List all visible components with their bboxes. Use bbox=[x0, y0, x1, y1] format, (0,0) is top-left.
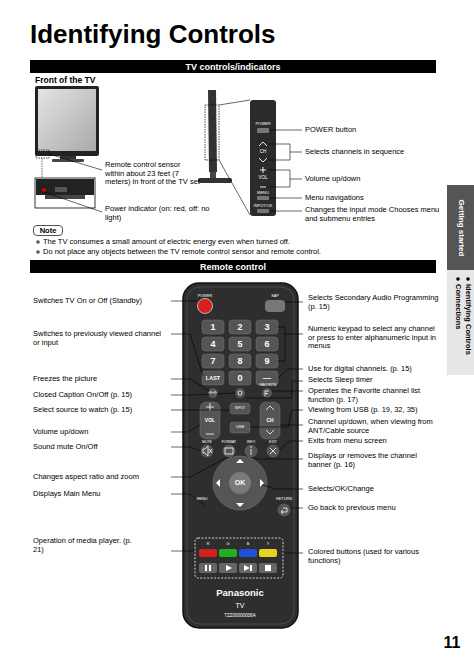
button-label: MUTE bbox=[197, 440, 217, 444]
key-label: 5 bbox=[229, 339, 251, 349]
callout-text: Freezes the picture bbox=[33, 375, 168, 384]
button-label: POWER bbox=[193, 294, 217, 298]
node-label: Getting started bbox=[457, 199, 465, 256]
view-heading: Front of the TV bbox=[35, 76, 155, 86]
button-label: VOL bbox=[250, 175, 276, 180]
key-label: 6 bbox=[256, 339, 278, 349]
button-label: OK bbox=[228, 479, 252, 487]
callout-text: Menu navigations bbox=[305, 194, 435, 203]
callout-text: Switches to previously viewed channel or… bbox=[33, 330, 168, 347]
callout-text: Colored buttons (used for various functi… bbox=[308, 548, 426, 565]
button-label: R bbox=[203, 542, 213, 546]
button-label: RETURN bbox=[271, 497, 297, 501]
button-label: MENU bbox=[250, 191, 276, 196]
callout-text: Switches TV On or Off (Standby) bbox=[33, 297, 168, 306]
button-label: FORMAT bbox=[217, 440, 241, 444]
callout-text: Selects Secondary Audio Programming (p. … bbox=[308, 294, 442, 311]
button-label: MENU bbox=[190, 497, 214, 501]
callout-text: Channel up/down, when viewing from ANT/C… bbox=[308, 418, 442, 435]
callout-text: Go back to previous menu bbox=[308, 504, 442, 513]
callout-text: POWER button bbox=[305, 126, 435, 135]
key-label: LAST bbox=[202, 375, 224, 381]
button-label: INPUT bbox=[228, 406, 252, 410]
button-label: USB bbox=[228, 425, 252, 430]
page-title: Identifying Controls bbox=[30, 20, 276, 50]
button-label: B bbox=[243, 542, 253, 546]
callout-text: Operates the Favorite channel list funct… bbox=[308, 387, 442, 404]
button-label: G bbox=[223, 542, 233, 546]
button-label: CH bbox=[250, 149, 276, 154]
key-label: 8 bbox=[229, 356, 251, 366]
section-band: TV controls/indicators bbox=[30, 60, 436, 73]
callout-text: Displays Main Menu bbox=[33, 490, 168, 499]
callout-text: Power indicator (on: red, off: no light) bbox=[105, 205, 225, 222]
callout-text: Sound mute On/Off bbox=[33, 443, 168, 452]
note-text: The TV consumes a small amount of electr… bbox=[43, 238, 435, 247]
key-label: 1 bbox=[202, 322, 224, 332]
key-label: 3 bbox=[256, 322, 278, 332]
callout-text: Changes aspect ratio and zoom bbox=[33, 473, 168, 482]
callout-text: Viewing from USB (p. 19, 32, 35) bbox=[308, 406, 442, 415]
key-label: 4 bbox=[202, 339, 224, 349]
key-label: — bbox=[256, 373, 278, 382]
callout-text: Operation of media player. (p. 21) bbox=[33, 537, 143, 554]
callout-text: Selects/OK/Change bbox=[308, 485, 442, 494]
chapter-tab: Getting started bbox=[447, 185, 474, 270]
callout-text: Changes the input mode Chooses menu and … bbox=[305, 206, 440, 223]
button-label: FAVORITE bbox=[253, 383, 283, 387]
note-box: Note bbox=[33, 225, 63, 236]
button-label: VOL bbox=[200, 418, 220, 424]
callout-text: Selects channels in sequence bbox=[305, 148, 440, 157]
page-number: 11 bbox=[435, 634, 469, 652]
button-label: SAP bbox=[263, 294, 287, 298]
node-label: Remote control bbox=[200, 262, 266, 271]
key-label: 2 bbox=[229, 322, 251, 332]
callout-text: Remote control sensor within about 23 fe… bbox=[105, 161, 200, 187]
callout-text: Numeric keypad to select any channel or … bbox=[308, 325, 442, 351]
node-label: Note bbox=[40, 227, 57, 235]
callout-text: Volume up/down bbox=[305, 175, 435, 184]
button-label: INFO bbox=[241, 440, 261, 444]
key-label: 7 bbox=[202, 356, 224, 366]
tab-label: Connections bbox=[453, 284, 462, 329]
model-code: TZZ00000008A bbox=[195, 613, 285, 618]
section-band: Remote control bbox=[30, 260, 436, 273]
button-label: EXIT bbox=[263, 440, 283, 444]
key-label: 9 bbox=[256, 356, 278, 366]
callout-text: Select source to watch (p. 15) bbox=[33, 406, 168, 415]
callout-text: Volume up/down bbox=[33, 428, 168, 437]
button-label: POWER bbox=[250, 122, 276, 127]
key-label: 0 bbox=[229, 373, 251, 383]
model-text: TV bbox=[220, 602, 260, 610]
node-label: TV controls/indicators bbox=[185, 62, 280, 71]
callout-text: Displays or removes the channel banner (… bbox=[308, 452, 442, 469]
brand-logo: Panasonic bbox=[195, 588, 285, 599]
button-label: Y bbox=[263, 542, 273, 546]
callout-text: Exits from menu screen bbox=[308, 437, 442, 446]
callout-text: Closed Caption On/Off (p. 15) bbox=[33, 391, 168, 400]
tab-label: Identifying Controls bbox=[463, 284, 472, 355]
callout-text: Use for digital channels. (p. 15) bbox=[308, 365, 442, 374]
note-text: Do not place any objects between the TV … bbox=[43, 248, 435, 257]
button-label: CH bbox=[260, 418, 280, 424]
button-label: INPUT/OK bbox=[247, 204, 279, 209]
callout-text: Selects Sleep timer bbox=[308, 376, 442, 385]
